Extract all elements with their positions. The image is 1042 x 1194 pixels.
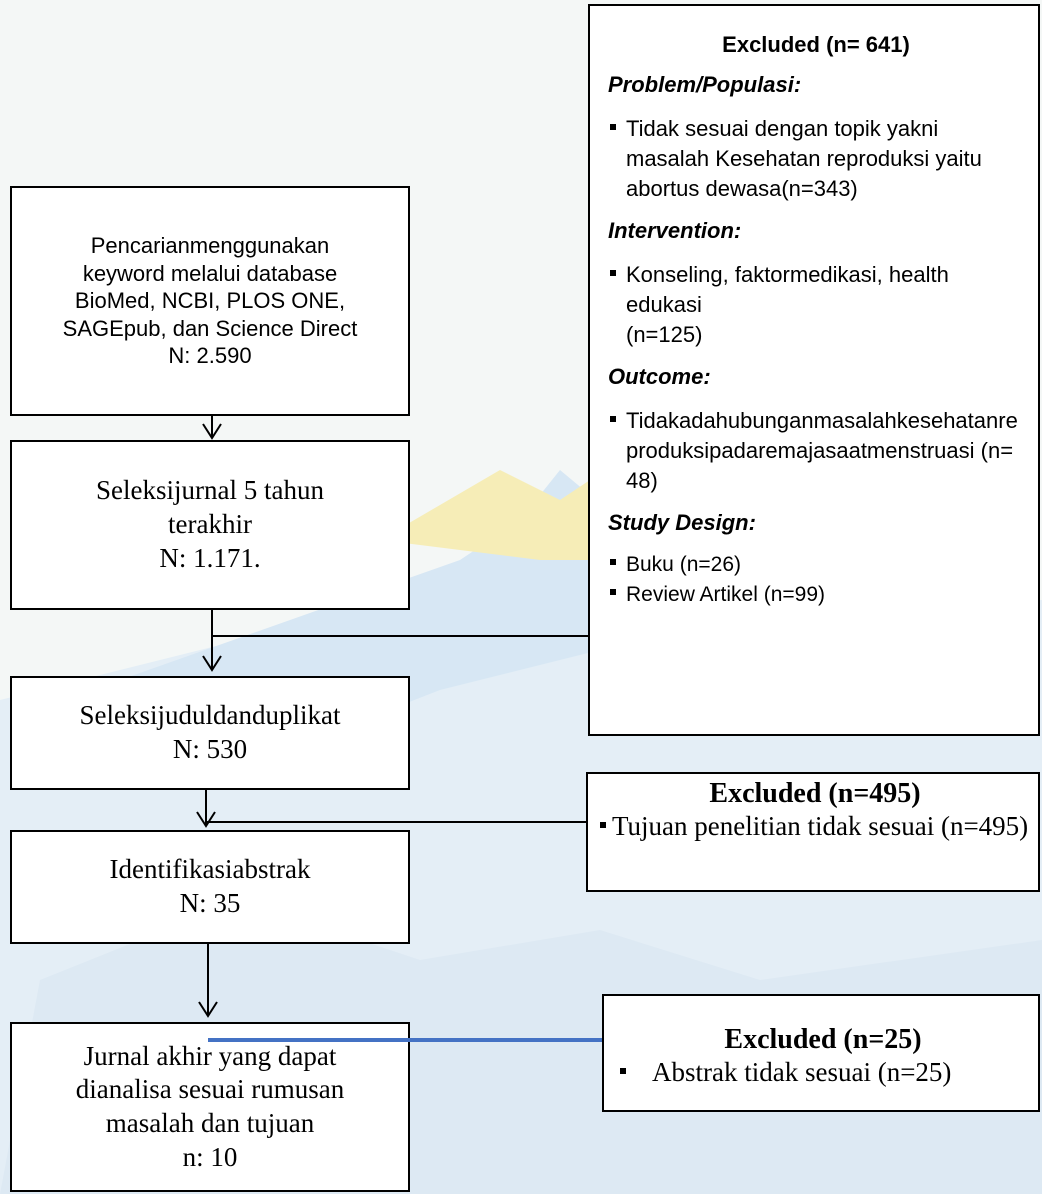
section-study-design-heading: Study Design: [608, 510, 756, 535]
section-intervention-list: Konseling, faktormedikasi, health edukas… [608, 260, 1024, 350]
five-year-line-1: Seleksijurnal 5 tahun [96, 475, 324, 506]
excluded-495-title: Excluded (n=495) [709, 778, 921, 809]
section-intervention-heading: Intervention: [608, 218, 742, 243]
five-year-line-2: terakhir [168, 509, 252, 540]
final-box: Jurnal akhir yang dapat dianalisa sesuai… [10, 1022, 410, 1192]
abstract-line-1: Identifikasiabstrak [109, 854, 311, 885]
excluded-25-list: Abstrak tidak sesuai (n=25) [618, 1056, 1028, 1088]
search-line-4: SAGEpub, dan Science Direct [62, 315, 358, 341]
excluded-495-list: Tujuan penelitian tidak sesuai (n=495) [598, 810, 1032, 842]
title-dup-count: N: 530 [172, 734, 248, 764]
final-count: n: 10 [182, 1141, 238, 1172]
problem-item: Tidak sesuai dengan topik yakni masalah … [608, 114, 1024, 204]
title-dup-line-1: Seleksijuduldanduplikat [79, 700, 341, 731]
excluded-box-25: Excluded (n=25) Abstrak tidak sesuai (n=… [602, 994, 1040, 1112]
study-design-item: Review Artikel (n=99) [608, 580, 1024, 610]
section-outcome-list: Tidakadahubunganmasalahkesehatanreproduk… [608, 406, 1024, 496]
final-line-2: dianalisa sesuai rumusan [75, 1074, 345, 1105]
section-problem-heading: Problem/Populasi: [608, 72, 802, 97]
section-problem-list: Tidak sesuai dengan topik yakni masalah … [608, 114, 1024, 204]
final-line-3: masalah dan tujuan [105, 1108, 315, 1138]
search-box: Pencarianmenggunakan keyword melalui dat… [10, 186, 410, 416]
title-duplicate-box: Seleksijuduldanduplikat N: 530 [10, 676, 410, 790]
search-count: N: 2.590 [168, 343, 252, 369]
search-line-2: keyword melalui database [82, 260, 338, 286]
outcome-item: Tidakadahubunganmasalahkesehatanreproduk… [608, 406, 1024, 496]
section-study-design-list: Buku (n=26) Review Artikel (n=99) [608, 550, 1024, 610]
section-outcome-heading: Outcome: [608, 364, 711, 389]
intervention-item: Konseling, faktormedikasi, health edukas… [608, 260, 1024, 350]
abstract-box: Identifikasiabstrak N: 35 [10, 830, 410, 944]
excluded-25-item: Abstrak tidak sesuai (n=25) [618, 1056, 1028, 1088]
five-year-count: N: 1.171. [159, 542, 261, 573]
search-line-3: BioMed, NCBI, PLOS ONE, [74, 288, 346, 314]
excluded-box-495: Excluded (n=495) Tujuan penelitian tidak… [586, 772, 1040, 892]
excluded-495-item: Tujuan penelitian tidak sesuai (n=495) [598, 810, 1032, 842]
study-design-item: Buku (n=26) [608, 550, 1024, 580]
search-line-1: Pencarianmenggunakan [90, 233, 330, 259]
abstract-count: N: 35 [179, 888, 241, 918]
excluded-25-title: Excluded (n=25) [724, 1024, 922, 1055]
excluded-641-title: Excluded (n= 641) [722, 32, 910, 57]
five-year-box: Seleksijurnal 5 tahun terakhir N: 1.171. [10, 440, 410, 610]
final-line-1: Jurnal akhir yang dapat [83, 1040, 337, 1071]
excluded-box-641: Excluded (n= 641) Problem/Populasi: Tida… [588, 4, 1040, 736]
